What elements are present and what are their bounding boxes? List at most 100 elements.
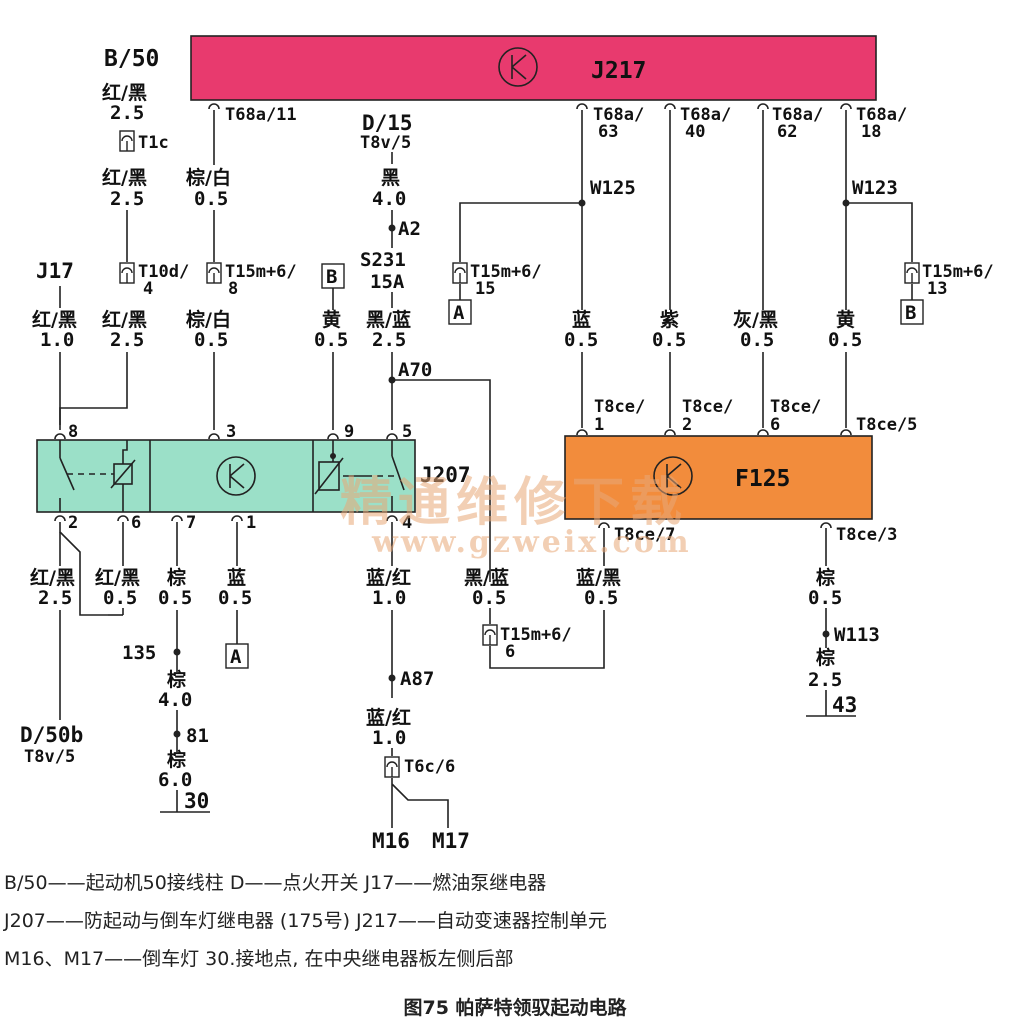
wire-size: 1.0 <box>372 727 406 749</box>
svg-text:62: 62 <box>777 122 797 142</box>
wire-size: 2.5 <box>372 329 406 351</box>
connector-icon <box>119 130 135 152</box>
wire-color: 灰/黑 <box>733 308 778 331</box>
j207-transistor-icon <box>216 456 256 496</box>
wire-size: 2.5 <box>110 329 144 351</box>
wire-size: 1.0 <box>372 587 406 609</box>
pin-icon <box>54 515 66 522</box>
j217-transistor-icon <box>498 47 538 87</box>
wire-size: 0.5 <box>564 329 598 351</box>
connector-icon <box>904 262 920 284</box>
wire-size: 0.5 <box>103 587 137 609</box>
wire-size: 0.5 <box>584 587 618 609</box>
svg-text:2: 2 <box>682 415 692 435</box>
label-m16: M16 <box>372 829 410 853</box>
junction-w113 <box>822 630 830 638</box>
conn-t15m-6: T15m+6/ <box>500 625 572 645</box>
svg-text:1: 1 <box>594 415 604 435</box>
j207-relay: J207 <box>36 439 471 513</box>
j217-label: J217 <box>591 58 646 84</box>
wire-color: 红/黑 <box>102 308 147 331</box>
ref-box-a <box>448 299 472 325</box>
wire-size: 0.5 <box>314 329 348 351</box>
pin-icon <box>576 429 588 436</box>
pin-icon <box>576 103 588 110</box>
wire-color: 棕 <box>167 748 186 771</box>
wire-color: 紫 <box>660 309 679 331</box>
wire-size: 4.0 <box>158 689 192 711</box>
conn-t8ce-2: T8ce/ <box>682 397 733 417</box>
junction-a2 <box>388 224 396 232</box>
wire-color: 棕 <box>167 668 186 691</box>
label-30: 30 <box>184 789 209 813</box>
conn-t6c-6: T6c/6 <box>404 757 455 777</box>
pin-icon <box>757 103 769 110</box>
relay-coil-icon <box>318 461 340 491</box>
j207-name: J207 <box>420 463 471 487</box>
wire-size: 0.5 <box>740 329 774 351</box>
wire-size: 0.5 <box>218 587 252 609</box>
wire-color: 蓝/红 <box>366 706 411 729</box>
wire-color: 黄 <box>836 308 855 331</box>
label-w113: W113 <box>834 624 880 646</box>
svg-text:13: 13 <box>927 279 947 299</box>
connector-icon <box>119 262 135 284</box>
svg-text:6: 6 <box>770 415 780 435</box>
connector-icon <box>482 624 498 646</box>
wire-color: 蓝/红 <box>366 566 411 589</box>
label-a2: A2 <box>398 218 421 240</box>
wire-color: 棕/白 <box>186 308 231 331</box>
watermark-url: www.gzweix.com <box>371 525 692 560</box>
wire-size: 2.5 <box>808 669 842 691</box>
pin-3: 3 <box>226 422 236 442</box>
wire-size: 0.5 <box>808 587 842 609</box>
pin-icon <box>840 103 852 110</box>
wire-size: 4.0 <box>372 188 406 210</box>
wire-size: 0.5 <box>194 188 228 210</box>
conn-t8ce-3: T8ce/3 <box>836 525 897 545</box>
pin-icon <box>840 429 852 436</box>
wire-color: 红/黑 <box>32 308 77 331</box>
label-a70: A70 <box>398 359 432 381</box>
svg-text:18: 18 <box>861 122 881 142</box>
relay-switch-icon <box>391 440 405 512</box>
conn-t8ce-6: T8ce/ <box>770 397 821 417</box>
label-j17: J17 <box>36 259 74 283</box>
conn-t15m-15: T15m+6/ <box>470 262 542 282</box>
pin-icon <box>664 103 676 110</box>
pin-icon <box>757 429 769 436</box>
pin-5: 5 <box>402 422 412 442</box>
pin-6: 6 <box>131 513 141 533</box>
pin-icon <box>54 433 66 440</box>
label-d50b: D/50b <box>20 723 83 747</box>
wire-size: 0.5 <box>158 587 192 609</box>
junction-81 <box>173 730 181 738</box>
wire-color: 红/黑 <box>30 566 75 589</box>
ref-box-a <box>225 643 249 669</box>
wire-size: 2.5 <box>38 587 72 609</box>
svg-text:4: 4 <box>143 279 153 299</box>
conn-t68a-62: T68a/ <box>772 105 823 125</box>
label-w125: W125 <box>590 177 636 199</box>
svg-text:B: B <box>326 266 337 288</box>
wire-size: 0.5 <box>828 329 862 351</box>
label-a87: A87 <box>400 668 434 690</box>
label-s231: S231 <box>360 249 406 271</box>
pin-icon <box>820 522 832 529</box>
svg-text:A: A <box>230 646 242 668</box>
legend-line-1: B/50——起动机50接线柱 D——点火开关 J17——燃油泵继电器 <box>4 872 547 894</box>
wire-color: 蓝/黑 <box>576 566 621 589</box>
label-135: 135 <box>122 642 156 664</box>
pin-9: 9 <box>344 422 354 442</box>
f125-label: F125 <box>735 466 790 492</box>
wire-color: 红/黑 <box>102 81 147 104</box>
conn-t8ce-5: T8ce/5 <box>856 415 917 435</box>
label-w123: W123 <box>852 177 898 199</box>
conn-t15m-8: T15m+6/ <box>225 262 297 282</box>
conn-t8v-5: T8v/5 <box>360 133 411 153</box>
watermark-cn: 精通维修下载 <box>340 472 688 533</box>
wire-color: 蓝 <box>227 566 246 589</box>
f125-module: F125 <box>564 435 873 520</box>
connector-icon <box>206 262 222 284</box>
wire-color: 红/黑 <box>95 566 140 589</box>
